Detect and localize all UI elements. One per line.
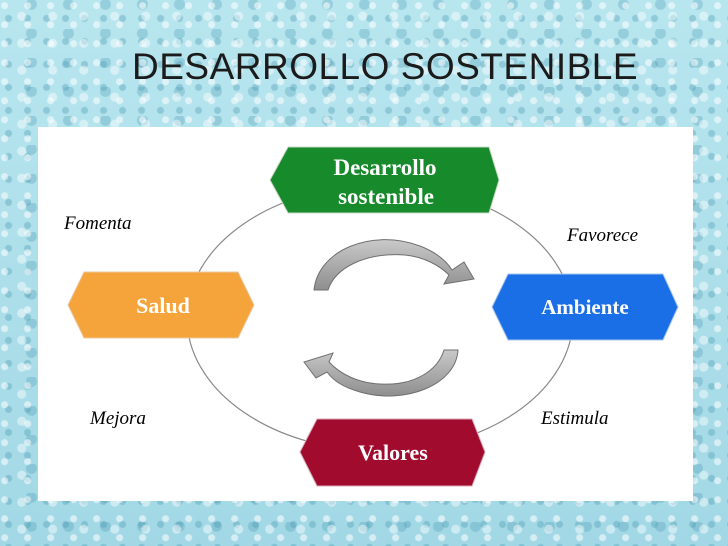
node-salud-label: Salud xyxy=(136,293,190,318)
node-valores-label: Valores xyxy=(358,440,428,465)
node-desarrollo-line2: sostenible xyxy=(338,184,434,209)
cycle-arrow-upper xyxy=(313,239,475,291)
relation-estimula: Estimula xyxy=(540,408,609,429)
node-desarrollo-sostenible: Desarrollo sostenible xyxy=(269,146,500,214)
node-desarrollo-line1: Desarrollo xyxy=(333,155,436,180)
cycle-arrow-lower xyxy=(303,349,459,397)
node-salud: Salud xyxy=(67,271,255,339)
node-ambiente: Ambiente xyxy=(491,273,679,341)
relation-mejora: Mejora xyxy=(89,408,146,429)
relation-fomenta: Fomenta xyxy=(63,213,132,234)
node-valores: Valores xyxy=(299,418,486,487)
relation-favorece: Favorece xyxy=(566,225,638,246)
slide-title: DESARROLLO SOSTENIBLE xyxy=(132,46,639,87)
node-ambiente-label: Ambiente xyxy=(541,295,629,319)
